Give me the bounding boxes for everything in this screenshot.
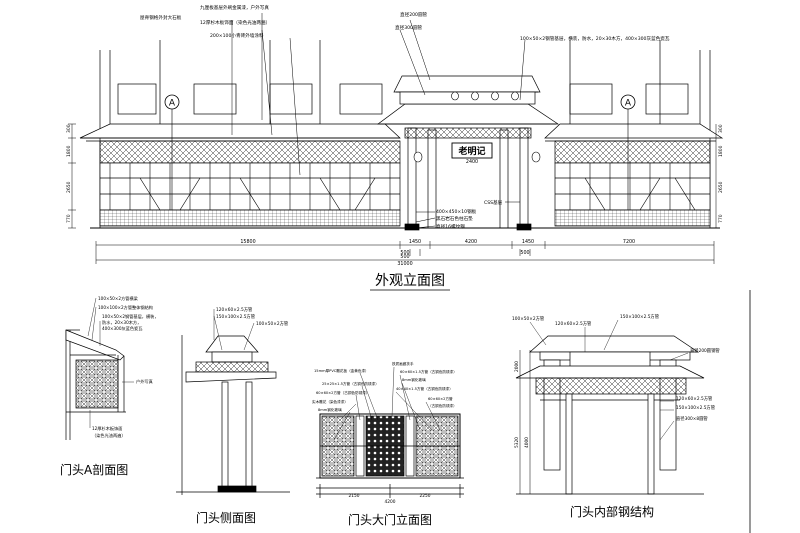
svg-text:100×50×2钢管基层，横装，防水，20×30木方，400: 100×50×2钢管基层，横装，防水，20×30木方，400×300灰蓝色瓷瓦 — [520, 35, 670, 42]
steel-structure-title: 门头内部钢结构 — [570, 504, 654, 519]
svg-text:直径200圆钢管: 直径200圆钢管 — [690, 347, 720, 354]
annotation-leaders — [231, 13, 526, 229]
svg-text:4000: 4000 — [524, 437, 530, 448]
svg-text:100×50×2方管横梁: 100×50×2方管横梁 — [98, 295, 139, 302]
svg-text:2150: 2150 — [349, 493, 360, 499]
section-a-leaders — [87, 297, 134, 428]
section-marker-label: A — [169, 99, 176, 109]
svg-text:15mm厚PVC雕花板（金黄色漆）: 15mm厚PVC雕花板（金黄色漆） — [314, 368, 369, 373]
svg-text:500: 500 — [520, 250, 529, 256]
svg-text:2000: 2000 — [514, 361, 520, 372]
svg-text:CSS基层: CSS基层 — [484, 199, 503, 206]
svg-text:150×100×2.5方管: 150×100×2.5方管 — [620, 313, 660, 320]
svg-text:直径16螺纹钢: 直径16螺纹钢 — [436, 223, 465, 230]
screen-diagonals — [109, 163, 696, 211]
svg-text:300: 300 — [66, 124, 72, 133]
svg-text:12厚杉木板饰面: 12厚杉木板饰面 — [92, 425, 122, 432]
svg-text:40×40×1.5方管（古铜色防锈漆）: 40×40×1.5方管（古铜色防锈漆） — [396, 386, 453, 391]
steel-structure-drawing — [515, 335, 705, 495]
svg-text:4200: 4200 — [385, 499, 396, 505]
svg-text:铁质画廊扶手: 铁质画廊扶手 — [392, 361, 414, 366]
gate-elevation-drawing — [316, 413, 464, 498]
section-a-notes: 100×50×2方管横梁 100×100×2方管整体钢结构 100×50×2钢管… — [92, 295, 159, 439]
svg-text:黑石岩石色柱石垫: 黑石岩石色柱石垫 — [436, 215, 473, 222]
section-marker-right: A — [620, 94, 636, 210]
section-marker-left: A — [164, 94, 180, 210]
svg-text:200×100小青砖外墙涂料: 200×100小青砖外墙涂料 — [210, 32, 264, 39]
svg-text:屋脊钢格外封大石板: 屋脊钢格外封大石板 — [140, 14, 182, 21]
svg-text:100×100×2方管整体钢结构: 100×100×2方管整体钢结构 — [98, 304, 153, 311]
svg-text:（古铜色防锈漆）: （古铜色防锈漆） — [428, 403, 457, 408]
svg-text:400×300灰蓝色瓷瓦: 400×300灰蓝色瓷瓦 — [102, 325, 142, 332]
svg-text:1800: 1800 — [66, 145, 72, 157]
svg-text:1800: 1800 — [718, 145, 724, 157]
steel-dims: 2000 5320 4000 — [514, 361, 530, 448]
svg-text:2250: 2250 — [420, 493, 431, 499]
side-view-title: 门头侧面图 — [196, 510, 256, 525]
svg-text:2400: 2400 — [466, 159, 478, 165]
height-dimensions — [68, 123, 717, 229]
steel-notes: 100×50×2方管 120×60×2.5方管 150×100×2.5方管 直径… — [512, 313, 720, 422]
svg-text:九厘板基层外刷金属漆，户外写真: 九厘板基层外刷金属漆，户外写真 — [200, 4, 269, 11]
gate-leaders — [333, 366, 441, 441]
svg-text:4200: 4200 — [465, 239, 477, 245]
side-view-drawing — [176, 335, 290, 495]
svg-text:直径300圆管: 直径300圆管 — [395, 24, 423, 31]
gate-dims: 2150 2250 4200 — [349, 493, 431, 505]
svg-text:直径200圆管: 直径200圆管 — [400, 11, 428, 18]
svg-text:770: 770 — [718, 214, 724, 223]
svg-text:60×60×1.5方管（古铜色防锈漆）: 60×60×1.5方管（古铜色防锈漆） — [400, 369, 457, 374]
section-a-drawing — [65, 329, 126, 440]
width-dimensions — [95, 241, 715, 264]
width-labels: 15800 1450 4200 1450 7200 500 500 500 31… — [240, 159, 635, 267]
gate-notes: 15mm厚PVC雕花板（金黄色漆） 25×25×1.5方管（古铜色防锈漆） 60… — [312, 361, 457, 412]
height-labels: 300 1800 2650 770 300 1800 2650 770 — [66, 124, 724, 223]
main-elevation — [79, 40, 724, 231]
svg-text:直径300×8圆管: 直径300×8圆管 — [676, 415, 708, 422]
svg-text:8mm钢化玻璃: 8mm钢化玻璃 — [402, 377, 426, 382]
svg-text:100×50×2方管: 100×50×2方管 — [512, 315, 545, 322]
svg-text:防水，20×30木方，: 防水，20×30木方， — [102, 319, 141, 326]
svg-text:15800: 15800 — [240, 239, 255, 245]
lantern-icons — [413, 91, 541, 163]
svg-text:实木雕花（染色漆漆）: 实木雕花（染色漆漆） — [312, 399, 348, 404]
svg-text:500: 500 — [400, 254, 409, 260]
svg-text:1450: 1450 — [522, 239, 534, 245]
section-marker-label: A — [625, 99, 632, 109]
svg-text:100×50×2钢管基层，横装，: 100×50×2钢管基层，横装， — [102, 313, 159, 320]
svg-text:2650: 2650 — [66, 181, 72, 193]
svg-text:8mm钢化玻璃: 8mm钢化玻璃 — [318, 407, 342, 412]
steel-dim-lines — [519, 350, 531, 494]
gate-elevation-title: 门头大门立面图 — [348, 512, 432, 527]
svg-text:户外写真: 户外写真 — [136, 378, 153, 385]
svg-text:300: 300 — [718, 124, 724, 133]
gate-sign-text: 老明记 — [457, 145, 485, 157]
main-elevation-title: 外观立面图 — [375, 273, 445, 289]
svg-text:770: 770 — [66, 214, 72, 223]
svg-text:120×60×2.5方管: 120×60×2.5方管 — [676, 395, 713, 402]
svg-text:5320: 5320 — [514, 437, 520, 448]
svg-text:100×50×2方管: 100×50×2方管 — [256, 320, 289, 327]
svg-text:60×60×2方管（古铜色防锈漆）: 60×60×2方管（古铜色防锈漆） — [316, 390, 369, 395]
svg-text:400×450×10钢板: 400×450×10钢板 — [436, 208, 477, 215]
svg-text:120×60×2.5方管: 120×60×2.5方管 — [216, 306, 253, 313]
svg-text:25×25×1.5方管（古铜色防锈漆）: 25×25×1.5方管（古铜色防锈漆） — [322, 381, 379, 386]
side-view-leaders — [213, 309, 255, 351]
svg-text:12厚杉木板饰面（染色光油两遍）: 12厚杉木板饰面（染色光油两遍） — [200, 19, 270, 26]
side-view-notes: 120×60×2.5方管 150×100×2.5方管 100×50×2方管 — [216, 306, 289, 327]
section-a-title: 门头A剖面图 — [60, 462, 128, 477]
svg-text:500: 500 — [400, 250, 409, 256]
svg-text:7200: 7200 — [623, 239, 635, 245]
svg-text:（染色光油两遍）: （染色光油两遍） — [92, 432, 126, 439]
svg-text:150×100×2.5方管: 150×100×2.5方管 — [676, 404, 716, 411]
svg-text:1450: 1450 — [409, 239, 421, 245]
svg-text:2650: 2650 — [718, 181, 724, 193]
svg-text:60×60×2方管: 60×60×2方管 — [428, 396, 453, 401]
svg-text:31000: 31000 — [397, 261, 412, 267]
svg-text:150×100×2.5方管: 150×100×2.5方管 — [216, 313, 256, 320]
svg-text:120×60×2.5方管: 120×60×2.5方管 — [555, 320, 592, 327]
steel-leaders — [529, 319, 689, 441]
annotations: 九厘板基层外刷金属漆，户外写真 屋脊钢格外封大石板 12厚杉木板饰面（染色光油两… — [140, 4, 670, 230]
